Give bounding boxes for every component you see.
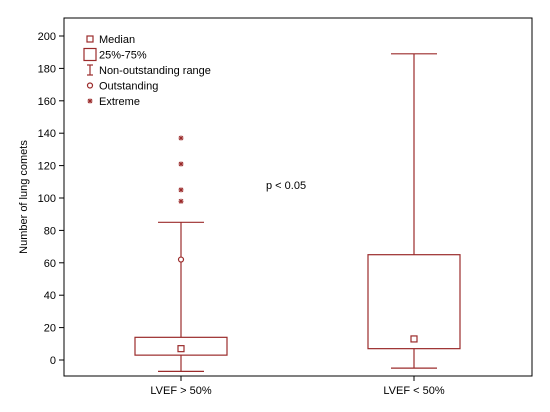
legend-iqr: 25%-75% — [83, 47, 147, 62]
plot-frame — [63, 17, 533, 377]
legend-label: Non-outstanding range — [99, 65, 211, 77]
y-tick-label: 80 — [44, 225, 56, 237]
extreme-point — [178, 161, 184, 167]
legend-label: Extreme — [99, 96, 140, 108]
extreme-point — [178, 198, 184, 204]
p-value-annotation: p < 0.05 — [266, 180, 306, 192]
legend-outstanding-symbol — [86, 82, 94, 89]
y-tick-label: 180 — [38, 63, 56, 75]
x-tick-label: LVEF > 50% — [150, 385, 211, 397]
box-iqr — [367, 254, 461, 350]
legend-box-symbol — [83, 47, 97, 62]
y-axis-label: Number of lung comets — [18, 140, 30, 254]
y-tick-label: 60 — [44, 258, 56, 270]
legend-extreme: Extreme — [87, 96, 140, 108]
y-tick-label: 160 — [38, 96, 56, 108]
y-tick-label: 0 — [50, 355, 56, 367]
y-tick-label: 140 — [38, 128, 56, 140]
outstanding-point — [177, 256, 185, 263]
legend-median-symbol — [86, 35, 94, 43]
extreme-point — [178, 135, 184, 141]
box-series — [134, 53, 461, 372]
x-axis: LVEF > 50% LVEF < 50% — [150, 376, 445, 397]
y-tick-label: 20 — [44, 323, 56, 335]
legend-outstanding: Outstanding — [86, 81, 158, 93]
median-marker — [177, 345, 185, 353]
y-tick-label: 100 — [38, 193, 56, 205]
y-tick-label: 40 — [44, 290, 56, 302]
legend: Median 25%-75% Non-outstanding rangeOutsta… — [83, 34, 211, 108]
y-axis: 0 20 40 60 80 100 120 140 160 180 200 — [38, 31, 64, 367]
median-marker — [410, 335, 418, 343]
legend-label: Median — [99, 34, 135, 46]
legend-label: Outstanding — [99, 81, 158, 93]
y-tick-label: 200 — [38, 31, 56, 43]
legend-median: Median — [86, 34, 135, 46]
legend-range: Non-outstanding range — [87, 64, 211, 77]
y-tick-label: 120 — [38, 161, 56, 173]
extreme-point — [178, 187, 184, 193]
legend-label: 25%-75% — [99, 50, 147, 62]
x-tick-label: LVEF < 50% — [383, 385, 444, 397]
